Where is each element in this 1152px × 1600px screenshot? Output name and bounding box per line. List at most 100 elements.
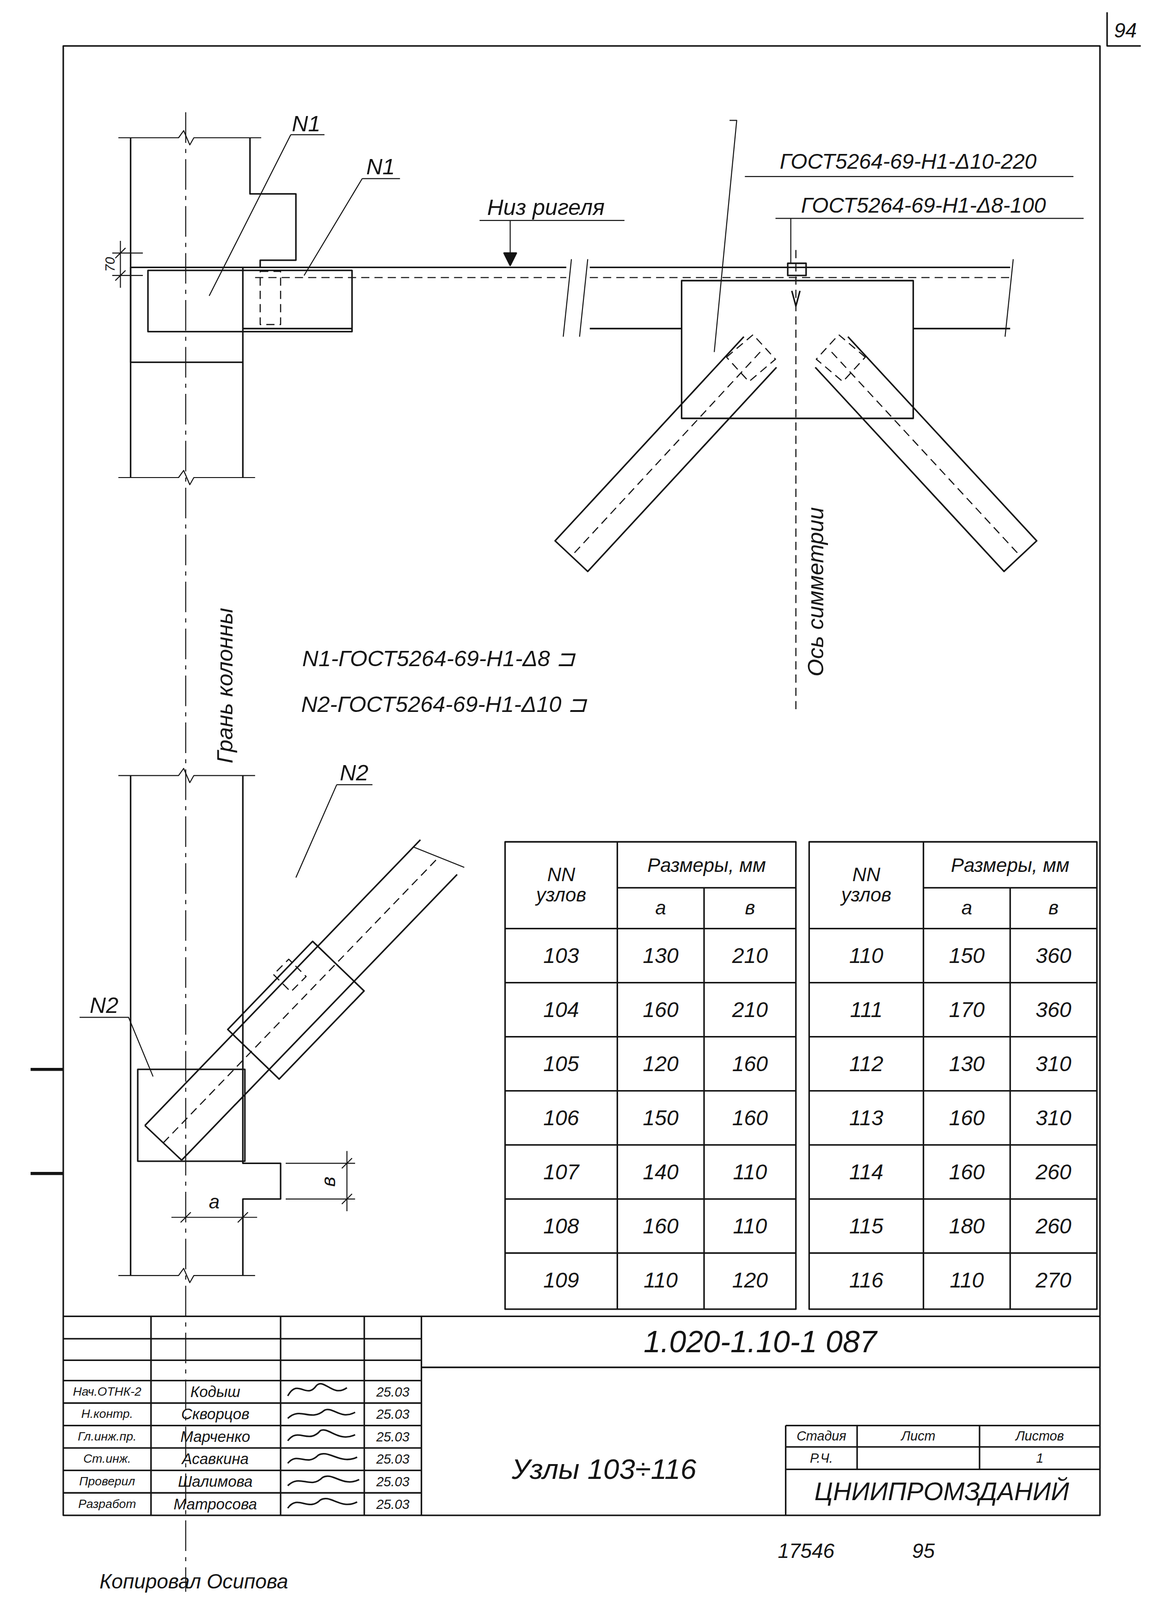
drawing-label: 120 [732, 1268, 768, 1292]
drawing-label: 104 [543, 998, 579, 1022]
break-line [118, 130, 262, 146]
beam-bottom-line [255, 276, 1011, 278]
drawing-label: 360 [1035, 944, 1072, 968]
drawing-label: Н.контр. [81, 1407, 134, 1421]
signature [287, 1383, 360, 1508]
drawing-label: 130 [643, 944, 679, 968]
drawing-label: 180 [949, 1214, 985, 1238]
drawing-label: ГОСТ5264-69-Н1-Δ8-100 [801, 193, 1047, 217]
drawing-label: N2 [89, 993, 119, 1018]
drawing-label: N1 [291, 111, 321, 136]
drawing-label: 160 [732, 1106, 768, 1130]
brace-axis [571, 352, 1021, 557]
drawing-label: 170 [949, 998, 985, 1022]
drawing-label: в [318, 1176, 339, 1187]
drawing-label: 130 [949, 1052, 985, 1076]
drawing-label: N1 [366, 154, 395, 178]
drawing-label: Матросова [173, 1495, 258, 1513]
drawing-label: в [744, 897, 755, 919]
drawing-label: 70 [103, 257, 117, 272]
weld-plate [273, 959, 307, 993]
drawing-label: Асавкина [181, 1451, 249, 1468]
drawing-label: ГОСТ5264-69-Н1-Δ10-220 [779, 149, 1037, 173]
drawing-label: ЦНИИПРОМЗДАНИЙ [814, 1478, 1070, 1506]
size-table [505, 841, 797, 1310]
leader-line [295, 784, 373, 878]
drawing-label: 310 [1035, 1052, 1072, 1076]
drawing-label: 1 [1035, 1451, 1044, 1465]
drawing-label: 120 [643, 1052, 679, 1076]
break-line [118, 768, 256, 783]
drawing-label: 106 [543, 1106, 579, 1130]
drawing-label: 270 [1035, 1268, 1072, 1292]
drawing-label: 105 [543, 1052, 579, 1076]
drawing-label: Узлы 103÷116 [511, 1454, 697, 1485]
drawing-label: 25.03 [376, 1429, 410, 1444]
drawing-label: Р.Ч. [809, 1451, 834, 1465]
symmetry-axis [795, 250, 797, 715]
drawing-label: Копировал Осипова [99, 1570, 288, 1593]
drawing-label: Лист [901, 1428, 936, 1443]
drawing-label: N2 [339, 760, 369, 785]
beam-end [147, 270, 352, 332]
gusset-plate [227, 941, 365, 1079]
leader-line [79, 1017, 154, 1077]
drawing-label: Стадия [796, 1428, 846, 1443]
gusset-plate [681, 280, 914, 419]
drawing-label: 25.03 [376, 1496, 410, 1511]
drawing-label: Марченко [180, 1428, 251, 1445]
leader-line [775, 218, 1085, 264]
drawing-label: а [655, 897, 667, 919]
drawing-label: 360 [1035, 998, 1072, 1022]
drawing-label: Грань колонны [212, 607, 237, 764]
drawing-label: NN узлов [830, 864, 903, 906]
weld-mark [791, 290, 801, 307]
drawing-label: 160 [732, 1052, 768, 1076]
leader-line [479, 220, 625, 256]
drawing-label: NN узлов [525, 864, 598, 906]
drawing-label: 103 [543, 944, 579, 968]
drawing-label: Размеры, мм [950, 855, 1070, 876]
drawing-label: 260 [1035, 1214, 1072, 1238]
drawing-label: 94 [1114, 19, 1137, 42]
sheet-frame [63, 45, 1101, 1515]
drawing-label: 140 [643, 1160, 679, 1184]
title-block [63, 1316, 1101, 1515]
drawing-label: а [961, 897, 973, 919]
drawing-label: 210 [732, 998, 768, 1022]
brace-member [144, 839, 457, 1161]
drawing-label: Размеры, мм [647, 855, 766, 876]
column-edge [130, 775, 281, 1276]
break-mark [563, 259, 1013, 338]
drawing-label: Гл.инж.пр. [77, 1430, 137, 1444]
weld-plate [726, 334, 866, 382]
drawing-label: 108 [543, 1214, 579, 1238]
break-mark [413, 846, 465, 868]
drawing-label: 112 [849, 1052, 884, 1076]
top-plate [787, 263, 807, 276]
drawing-label: Низ ригеля [487, 195, 605, 220]
leader-line [208, 134, 400, 296]
drawing-label: 210 [732, 944, 768, 968]
drawing-label: 310 [1035, 1106, 1072, 1130]
drawing-label: 150 [949, 944, 985, 968]
drawing-label: 17546 [777, 1540, 835, 1562]
drawing-label: 160 [643, 998, 679, 1022]
size-table [808, 841, 1097, 1310]
dimension-line [285, 1151, 356, 1212]
drawing-label: 160 [949, 1160, 985, 1184]
drawing-label: 160 [949, 1106, 985, 1130]
break-line [118, 470, 256, 485]
drawing-label: 160 [643, 1214, 679, 1238]
break-line [118, 1268, 256, 1283]
drawing-label: 107 [543, 1160, 579, 1184]
page-number-box [1107, 12, 1141, 46]
edge-tick [30, 1069, 64, 1174]
leader-line [714, 120, 1074, 352]
drawing-label: 260 [1035, 1160, 1072, 1184]
drawing-label: 115 [849, 1214, 884, 1238]
brace-axis [163, 857, 439, 1143]
drawing-label: 110 [732, 1214, 767, 1238]
drawing-label: 110 [643, 1268, 678, 1292]
